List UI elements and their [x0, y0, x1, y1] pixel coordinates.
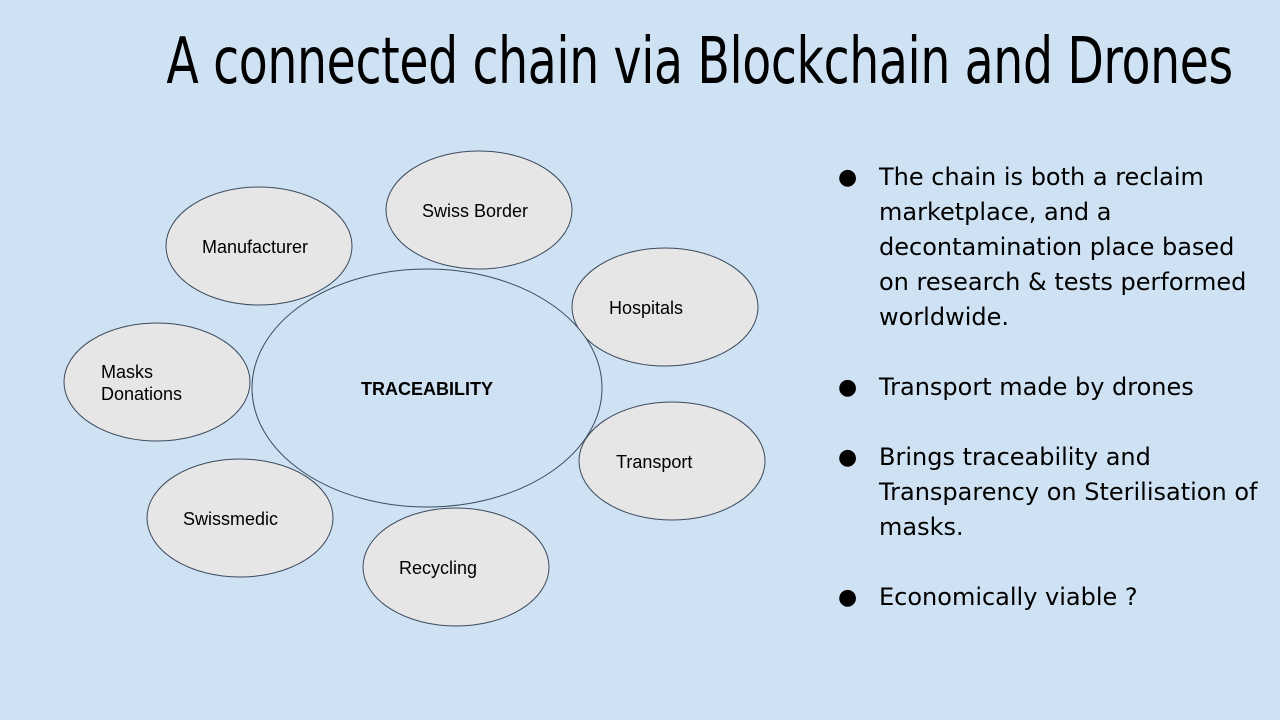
bullet-text: The chain is both a reclaim marketplace,… [879, 163, 1247, 331]
node-label-hospitals: Hospitals [609, 298, 683, 318]
node-label-recycling: Recycling [399, 558, 477, 578]
center-node-traceability [251, 268, 603, 508]
bullet-dot: ● [838, 375, 858, 400]
bullet-dot: ● [838, 585, 858, 610]
node-label-transport: Transport [616, 452, 692, 472]
node-label-swiss-border: Swiss Border [422, 201, 528, 221]
bullet-item: ● Economically viable ? [838, 580, 1258, 615]
node-label-masks: Masks [101, 362, 153, 382]
node-swissmedic [146, 458, 334, 578]
bullet-item: ● The chain is both a reclaim marketplac… [838, 160, 1258, 335]
node-label-swissmedic: Swissmedic [183, 509, 278, 529]
bullet-text: Brings traceability and Transparency on … [879, 443, 1258, 541]
bullet-item: ● Brings traceability and Transparency o… [838, 440, 1258, 545]
node-hospitals [571, 247, 759, 367]
node-manufacturer [165, 186, 353, 306]
bullet-item: ● Transport made by drones [838, 370, 1258, 405]
node-masks-donations [63, 322, 251, 442]
node-swiss-border [385, 150, 573, 270]
node-label-manufacturer: Manufacturer [202, 237, 308, 257]
bullet-dot: ● [838, 165, 858, 190]
bullet-dot: ● [838, 445, 858, 470]
node-transport [578, 401, 766, 521]
node-recycling [362, 507, 550, 627]
center-label: TRACEABILITY [361, 379, 493, 399]
node-label-donations: Donations [101, 384, 182, 404]
bullet-list: ● The chain is both a reclaim marketplac… [838, 160, 1258, 650]
bullet-text: Transport made by drones [879, 373, 1194, 401]
bullet-text: Economically viable ? [879, 583, 1138, 611]
slide-title: A connected chain via Blockchain and Dro… [166, 25, 1233, 99]
